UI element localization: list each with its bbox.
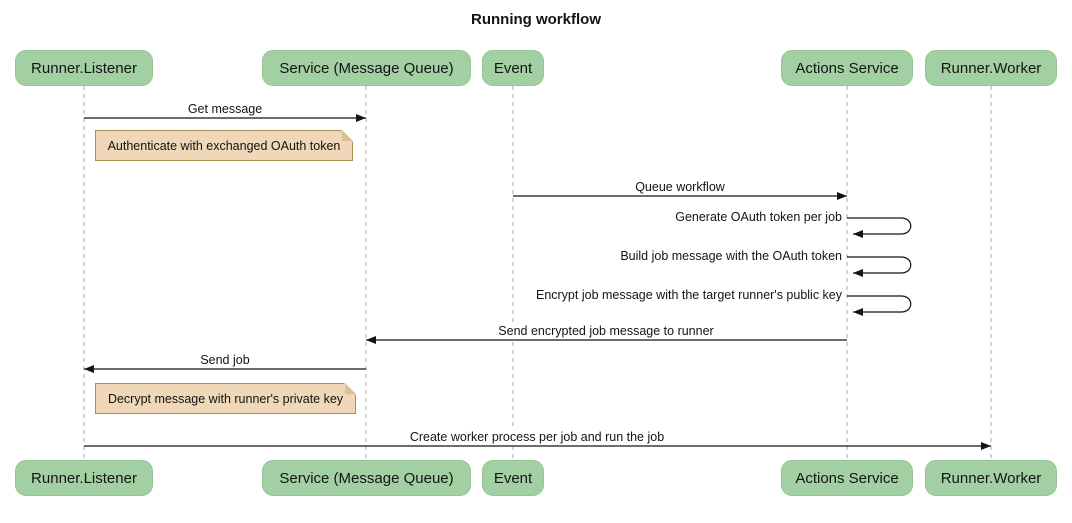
message-label-generate-oauth-token: Generate OAuth token per job <box>672 210 845 225</box>
participant-bottom-event: Event <box>482 460 544 496</box>
self-arrow-build-job-message <box>847 256 912 277</box>
diagram-title: Running workflow <box>471 11 601 28</box>
participant-label: Actions Service <box>795 469 899 487</box>
message-label-queue-workflow: Queue workflow <box>631 180 729 195</box>
participant-label: Actions Service <box>795 59 899 77</box>
message-label-send-job: Send job <box>196 353 254 368</box>
message-label-send-encrypted-job-message: Send encrypted job message to runner <box>494 324 718 339</box>
participant-top-runner-worker: Runner.Worker <box>925 50 1057 86</box>
participant-label: Event <box>493 59 533 77</box>
participant-top-service-message-queue: Service (Message Queue) <box>262 50 471 86</box>
message-label-create-worker-process: Create worker process per job and run th… <box>405 430 669 445</box>
self-arrow-encrypt-job-message <box>847 295 912 316</box>
participant-label: Runner.Listener <box>31 59 137 77</box>
message-label-encrypt-job-message: Encrypt job message with the target runn… <box>532 288 845 303</box>
note-decrypt-message: Decrypt message with runner's private ke… <box>95 383 356 414</box>
self-arrow-generate-oauth-token <box>847 217 912 238</box>
participant-bottom-actions-service: Actions Service <box>781 460 913 496</box>
participant-top-event: Event <box>482 50 544 86</box>
message-label-get-message: Get message <box>183 102 267 117</box>
participant-label: Service (Message Queue) <box>279 59 454 77</box>
participant-label: Runner.Worker <box>940 469 1042 487</box>
note-label: Decrypt message with runner's private ke… <box>107 391 344 406</box>
note-authenticate-oauth: Authenticate with exchanged OAuth token <box>95 130 353 161</box>
participant-bottom-service-message-queue: Service (Message Queue) <box>262 460 471 496</box>
participant-top-runner-listener: Runner.Listener <box>15 50 153 86</box>
message-label-build-job-message: Build job message with the OAuth token <box>617 249 845 264</box>
participant-label: Runner.Worker <box>940 59 1042 77</box>
participant-top-actions-service: Actions Service <box>781 50 913 86</box>
participant-bottom-runner-worker: Runner.Worker <box>925 460 1057 496</box>
participant-label: Service (Message Queue) <box>279 469 454 487</box>
note-label: Authenticate with exchanged OAuth token <box>107 138 341 153</box>
participant-label: Event <box>493 469 533 487</box>
participant-bottom-runner-listener: Runner.Listener <box>15 460 153 496</box>
participant-label: Runner.Listener <box>31 469 137 487</box>
